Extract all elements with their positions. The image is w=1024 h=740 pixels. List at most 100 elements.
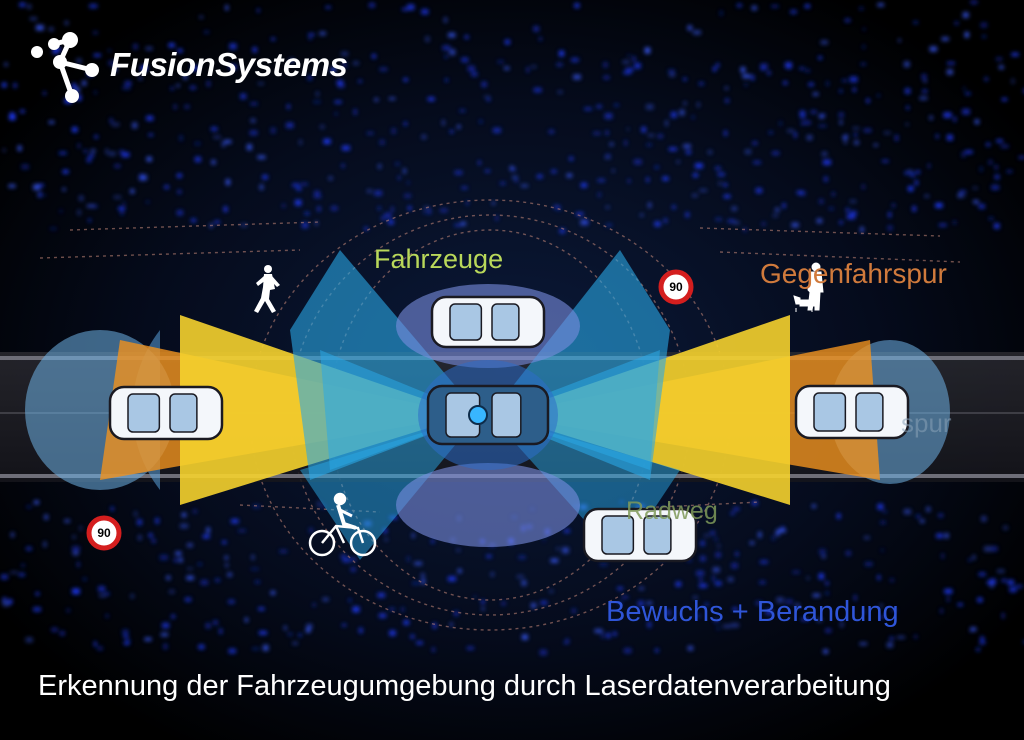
- lidar-point: [111, 506, 114, 511]
- lidar-point: [725, 98, 729, 103]
- lidar-point: [130, 189, 135, 194]
- lidar-point: [712, 567, 720, 573]
- lidar-point: [250, 567, 259, 571]
- lidar-point: [162, 622, 170, 629]
- lidar-point: [906, 105, 909, 110]
- lidar-point: [687, 25, 693, 31]
- lidar-point: [850, 210, 857, 216]
- lidar-point: [407, 181, 410, 185]
- lidar-point: [556, 62, 563, 67]
- lidar-point: [968, 558, 971, 562]
- lidar-point: [699, 189, 707, 192]
- lidar-point: [389, 97, 396, 100]
- lidar-point: [711, 575, 716, 582]
- car-window: [643, 515, 672, 555]
- lidar-point: [383, 528, 387, 534]
- lidar-point: [353, 61, 359, 65]
- lidar-point: [644, 47, 651, 54]
- lidar-point: [904, 171, 909, 175]
- lidar-point: [118, 206, 125, 211]
- lidar-point: [805, 69, 811, 73]
- lidar-point: [852, 127, 860, 130]
- lidar-point: [614, 104, 619, 107]
- lidar-point: [160, 632, 168, 637]
- lidar-point: [251, 555, 254, 560]
- lidar-point: [205, 623, 211, 629]
- lidar-point: [221, 141, 226, 147]
- lidar-point: [821, 151, 828, 156]
- lidar-point: [1001, 98, 1008, 101]
- lidar-point: [514, 179, 519, 183]
- lidar-point: [898, 38, 901, 42]
- lidar-point: [146, 115, 154, 121]
- lidar-point: [553, 205, 559, 209]
- lidar-point: [584, 107, 592, 111]
- lidar-point: [531, 603, 537, 608]
- lidar-point: [159, 554, 168, 561]
- lidar-point: [133, 43, 138, 50]
- lidar-point: [374, 98, 379, 102]
- lidar-point: [935, 134, 939, 139]
- lidar-point: [93, 204, 98, 208]
- lidar-point: [119, 150, 124, 154]
- lidar-point: [533, 26, 540, 32]
- lidar-point: [640, 214, 644, 217]
- lidar-point: [478, 160, 481, 165]
- lidar-point: [929, 115, 933, 120]
- lidar-point: [286, 122, 294, 129]
- lidar-point: [775, 207, 780, 212]
- lidar-point: [772, 151, 780, 156]
- lidar-point: [34, 500, 39, 505]
- lidar-point: [646, 601, 653, 605]
- cyclist-icon: [308, 492, 377, 557]
- lidar-point: [990, 584, 994, 588]
- lidar-point: [315, 221, 318, 226]
- lidar-point: [319, 31, 326, 36]
- lidar-point: [808, 82, 814, 87]
- lidar-point: [454, 611, 459, 616]
- lidar-point: [597, 178, 605, 182]
- lidar-point: [377, 592, 385, 598]
- lidar-point: [484, 170, 491, 173]
- lidar-point: [26, 505, 32, 508]
- lidar-point: [190, 218, 197, 223]
- lidar-point: [252, 647, 260, 650]
- lidar-point: [646, 177, 649, 183]
- lidar-point: [943, 112, 952, 118]
- lidar-point: [504, 66, 510, 70]
- pedestrian-icon: [254, 265, 280, 313]
- lidar-point: [854, 595, 857, 601]
- lidar-point: [791, 222, 799, 228]
- lidar-point: [148, 133, 154, 136]
- lidar-point: [77, 143, 80, 148]
- lidar-point: [953, 116, 956, 122]
- lidar-point: [700, 555, 706, 562]
- lidar-point: [64, 519, 70, 523]
- lidar-point: [723, 194, 731, 199]
- lidar-point: [953, 220, 957, 225]
- lidar-point: [879, 616, 886, 619]
- lidar-point: [391, 128, 396, 134]
- lidar-point: [862, 44, 865, 49]
- car-window: [169, 393, 198, 433]
- lidar-point: [526, 67, 529, 73]
- lidar-point: [550, 558, 559, 563]
- lidar-point: [1000, 144, 1009, 148]
- lidar-point: [177, 48, 183, 53]
- lidar-point: [296, 186, 302, 191]
- lidar-point: [772, 214, 778, 217]
- lidar-point: [246, 144, 252, 151]
- lidar-point: [491, 202, 495, 205]
- lidar-point: [768, 131, 773, 134]
- lidar-point: [308, 33, 315, 36]
- lidar-point: [859, 7, 864, 10]
- lidar-point: [877, 94, 880, 97]
- lidar-point: [736, 3, 742, 8]
- lidar-point: [914, 635, 917, 639]
- lidar-point: [646, 143, 652, 146]
- lidar-point: [539, 37, 542, 41]
- lidar-point: [171, 614, 176, 619]
- lidar-point: [994, 174, 1000, 180]
- lidar-point: [825, 591, 829, 595]
- lidar-point: [84, 149, 87, 153]
